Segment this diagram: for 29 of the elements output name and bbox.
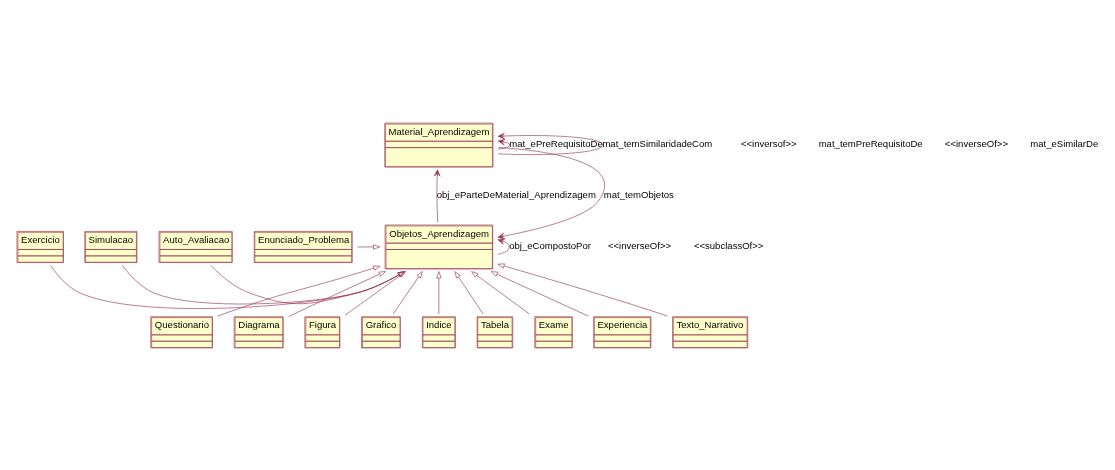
label: <<inverseOf>> — [944, 137, 1008, 149]
arrow — [434, 169, 441, 223]
arrow — [497, 263, 668, 316]
edge-label: obj_eParteDeMaterial_Aprendizagem — [436, 188, 596, 200]
label: <<subclassOf>> — [693, 239, 764, 251]
label: <<inverseOf>> — [607, 239, 672, 251]
edge-label: obj_eCompostoPor — [509, 239, 591, 251]
arrow — [50, 264, 405, 309]
edge-label: mat_temObjetos — [603, 188, 674, 200]
edge-label: mat_temSimilaridadeCom — [602, 137, 713, 149]
arrow — [436, 270, 442, 314]
arrow — [217, 265, 381, 316]
arrow — [497, 237, 510, 255]
arrow — [490, 270, 589, 316]
arrow — [210, 264, 405, 304]
arrow — [122, 264, 405, 304]
arrow — [344, 270, 406, 316]
arrow — [288, 270, 386, 317]
label: mat_eSimilarDe — [1030, 137, 1099, 149]
edge-label: mat_ePreRequisitoDe — [509, 137, 603, 149]
arrow — [497, 138, 510, 149]
label: mat_temPreRequisitoDe — [818, 137, 923, 149]
label: <<inversof>> — [740, 137, 797, 149]
arrow — [392, 270, 423, 314]
arrow — [497, 146, 605, 239]
arrow — [454, 270, 484, 314]
arrow — [357, 243, 381, 249]
arrow — [471, 270, 530, 314]
arrow — [497, 132, 603, 155]
